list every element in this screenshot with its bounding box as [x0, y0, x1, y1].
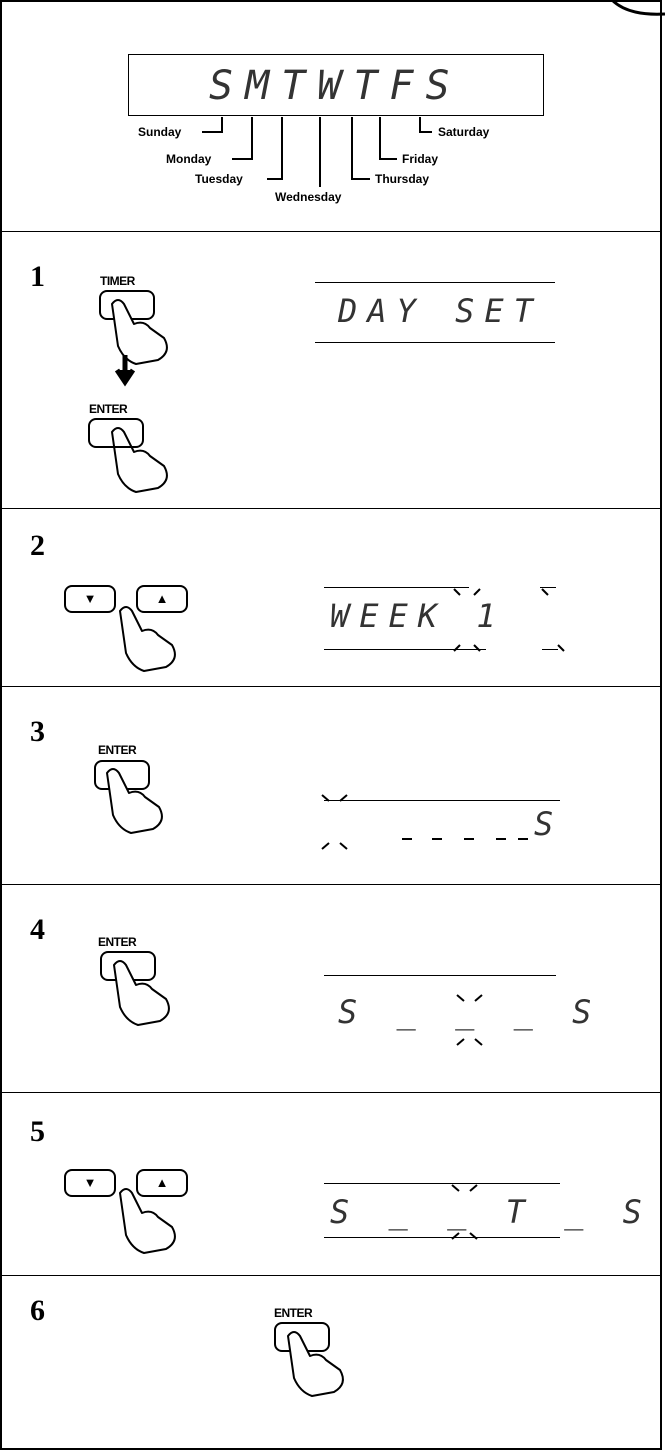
enter-label: ENTER — [89, 402, 128, 416]
display-bottom-line — [324, 649, 486, 650]
down-button[interactable]: ▼ — [64, 1169, 116, 1197]
display-bottom-line — [542, 649, 558, 650]
step-3-graphics — [106, 768, 528, 850]
display-top-line — [324, 800, 560, 801]
display-top-line — [315, 282, 555, 283]
hand-icon — [106, 768, 163, 834]
hand-icon — [119, 1188, 176, 1254]
enter-label: ENTER — [98, 743, 137, 757]
day-display-frame: SMTWTFS — [128, 54, 544, 116]
step-1-display: DAY SET — [338, 292, 543, 330]
up-button[interactable]: ▲ — [136, 1169, 188, 1197]
thursday-line — [351, 117, 370, 180]
step-number: 3 — [30, 715, 45, 748]
day-label-thursday: Thursday — [375, 172, 430, 186]
step-6-panel: 6 ENTER — [0, 1276, 662, 1450]
blink-marks — [453, 588, 565, 652]
saturday-line — [419, 117, 432, 133]
step-6-graphics — [287, 1331, 344, 1397]
enter-label: ENTER — [98, 935, 137, 949]
step-3-display: S — [534, 805, 564, 843]
day-label-sunday: Sunday — [138, 125, 182, 139]
hand-icon — [111, 299, 168, 365]
tuesday-line — [267, 117, 283, 180]
step-1-panel: 1 TIMER ENTER DAY SET — [0, 232, 662, 509]
display-top-line — [324, 587, 469, 588]
step-number: 4 — [30, 913, 45, 946]
day-label-friday: Friday — [402, 152, 439, 166]
display-bottom-line — [324, 1237, 560, 1238]
day-legend-panel: SMTWTFS Sunday Monday Tuesday Wednesday … — [0, 0, 662, 232]
step-number: 6 — [30, 1294, 45, 1327]
blink-marks — [321, 794, 348, 850]
step-number: 1 — [30, 260, 45, 293]
step-2-display: WEEK 1 — [330, 597, 506, 635]
day-label-monday: Monday — [166, 152, 212, 166]
step-4-graphics — [113, 960, 483, 1046]
step-4-panel: 4 ENTER S _ _ _ S — [0, 885, 662, 1093]
hand-icon — [119, 606, 176, 672]
blink-marks — [456, 994, 483, 1046]
blink-marks — [451, 1184, 478, 1240]
step-number: 5 — [30, 1115, 45, 1148]
step-2-panel: 2 ▼ ▲ WEEK 1 — [0, 509, 662, 687]
hand-icon — [113, 960, 170, 1026]
down-button[interactable]: ▼ — [64, 585, 116, 613]
hand-icon — [287, 1331, 344, 1397]
step-5-graphics — [119, 1184, 478, 1254]
day-label-tuesday: Tuesday — [195, 172, 243, 186]
sunday-line — [202, 117, 223, 133]
display-bottom-line — [315, 342, 555, 343]
timer-label: TIMER — [100, 274, 135, 288]
display-top-line — [324, 975, 556, 976]
friday-line — [379, 117, 397, 160]
enter-label: ENTER — [274, 1306, 313, 1320]
up-button[interactable]: ▲ — [136, 585, 188, 613]
step-4-display: S _ _ _ S — [338, 993, 602, 1031]
day-label-saturday: Saturday — [438, 125, 490, 139]
step-1-graphics — [111, 299, 168, 493]
step-number: 2 — [30, 529, 45, 562]
enter-button[interactable] — [88, 418, 144, 448]
monday-line — [232, 117, 253, 160]
step-5-panel: 5 ▼ ▲ S _ _ T _ S — [0, 1093, 662, 1276]
day-display: SMTWTFS — [209, 63, 462, 109]
corner-curl — [610, 0, 665, 16]
step-3-panel: 3 ENTER S — [0, 687, 662, 885]
day-leader-lines — [202, 117, 432, 187]
display-top-line — [540, 587, 556, 588]
hand-icon — [111, 427, 168, 493]
display-top-line — [324, 1183, 560, 1184]
step-5-display: S _ _ T _ S — [330, 1193, 652, 1231]
step-2-graphics — [119, 588, 565, 672]
day-label-wednesday: Wednesday — [275, 190, 342, 204]
arrow-down-icon — [114, 355, 136, 387]
